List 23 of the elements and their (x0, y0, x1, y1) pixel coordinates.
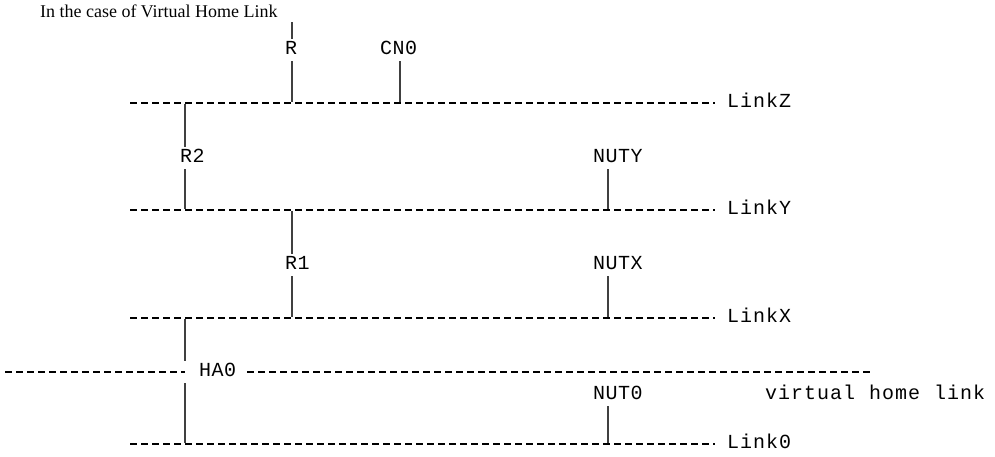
link-name: LinkZ (727, 92, 792, 114)
connector-line (291, 211, 293, 254)
link-name: LinkX (727, 307, 792, 329)
connector-line (184, 383, 186, 443)
link-name: Link0 (727, 433, 792, 455)
dashed-link-line (5, 371, 870, 373)
connector-line (291, 22, 293, 39)
connector-line (607, 276, 609, 317)
dashed-link-line (130, 102, 715, 104)
connector-line (399, 61, 401, 102)
connector-line (607, 406, 609, 443)
link-name: LinkY (727, 199, 792, 221)
dashed-link-line (130, 443, 715, 445)
connector-line (291, 276, 293, 317)
dashed-link-line (130, 209, 715, 211)
dashed-link-line (130, 317, 715, 319)
connector-line (291, 61, 293, 102)
connector-line (607, 169, 609, 209)
diagram-title: In the case of Virtual Home Link (40, 0, 278, 22)
connector-line (184, 319, 186, 361)
connector-line (184, 104, 186, 147)
connector-line (184, 169, 186, 209)
link-name: virtual home link (765, 384, 986, 406)
